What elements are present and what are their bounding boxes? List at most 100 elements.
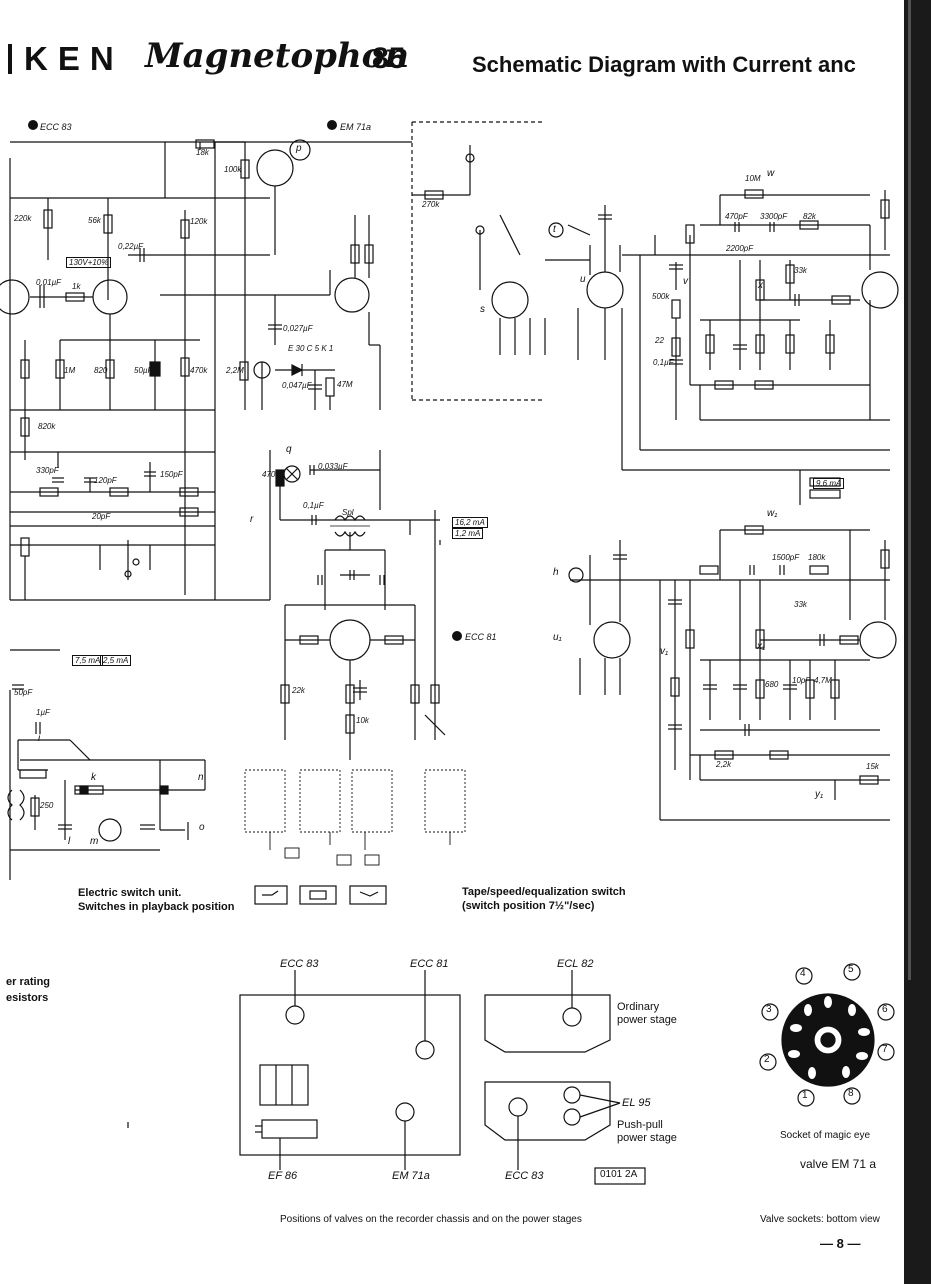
comp-470: 470 — [262, 470, 276, 479]
comp-120k: 120k — [190, 217, 208, 226]
socket-valve: valve EM 71 a — [800, 1157, 877, 1171]
comp-470pF: 470pF — [725, 212, 748, 221]
comp-180k: 180k — [808, 553, 826, 562]
socket-label: Socket of magic eye — [780, 1130, 871, 1141]
label-em71a-top: EM 71a — [340, 122, 372, 132]
model-name: Magnetophon — [145, 36, 410, 76]
pushpull-ecc83 — [508, 1097, 528, 1117]
comp-22: 22 — [655, 336, 664, 345]
terminal-x: x — [758, 280, 763, 291]
comp-1k: 1k — [72, 282, 81, 291]
comp-470k: 470k — [190, 366, 208, 375]
socket-bottom-view: Valve sockets: bottom view — [760, 1214, 880, 1225]
terminal-v: v — [683, 276, 688, 287]
comp-820: 820 — [94, 366, 108, 375]
comp-50pF: 50pF — [14, 688, 33, 697]
chassis-label-em71a: EM 71a — [392, 1170, 430, 1182]
voltage-130V: 130V+10% — [66, 257, 112, 268]
chassis-label-pushpull-2: power stage — [617, 1132, 677, 1144]
socket-pin-5: 5 — [848, 964, 854, 975]
caption-left-1: er rating — [6, 976, 51, 988]
meter-9-6mA: 9,6 mA — [813, 478, 845, 489]
meter-16mA: 16,2 mA — [452, 517, 488, 528]
meter-7-5mA: 7,5 mA — [72, 655, 104, 666]
valve-ecc83-a — [92, 279, 128, 315]
pushpull-el95-a — [563, 1086, 581, 1104]
recorder-chassis — [239, 970, 461, 1170]
label-ecc83-top: ECC 83 — [40, 122, 72, 132]
comp-10M: 10M — [745, 174, 761, 183]
comp-2200pF: 2200pF — [726, 244, 754, 253]
comp-001: 0,01µF — [36, 278, 62, 287]
terminal-x1: x₁ — [757, 641, 766, 652]
comp-01b: 0,1µF — [653, 358, 674, 367]
valve-em71a — [334, 277, 370, 313]
comp-10k: 10k — [356, 716, 369, 725]
comp-47M-b: 4,7M — [814, 676, 832, 685]
terminal-t: t — [553, 224, 556, 235]
label-ecc81-mid: ECC 81 — [465, 632, 497, 642]
terminal-i: i — [38, 733, 41, 744]
comp-022: 0,22µF — [118, 242, 144, 251]
valve-right-upper — [861, 271, 899, 309]
chassis-label-pushpull-1: Push-pull — [617, 1119, 663, 1131]
comp-22k: 22k — [292, 686, 305, 695]
magic-eye-valve — [256, 149, 294, 187]
ordinary-power-stage — [484, 970, 611, 1053]
meter-2-5mA: 2,5 mA — [100, 655, 132, 666]
scan-edge-strip — [904, 0, 931, 1284]
comp-56k: 56k — [88, 216, 101, 225]
socket-pin-4: 4 — [800, 968, 806, 979]
caption-switch-unit-2: Switches in playback position — [78, 901, 235, 913]
chassis-label-ecl82: ECL 82 — [557, 958, 594, 970]
valve-ecc83-a-left — [0, 279, 30, 315]
valve-right-lower — [859, 621, 897, 659]
comp-spl: Spl — [342, 508, 354, 517]
right-upper-stage — [545, 189, 899, 505]
marker-4-icon — [452, 631, 462, 641]
caption-switch-unit-1: Electric switch unit. — [78, 887, 182, 899]
comp-270k: 270k — [422, 200, 440, 209]
marker-3-icon — [327, 120, 337, 130]
comp-0047: 0,047µF — [282, 381, 312, 390]
chassis-label-ordinary-2: power stage — [617, 1014, 677, 1026]
comp-150pF: 150pF — [160, 470, 183, 479]
left-amp-stage — [0, 141, 412, 601]
comp-33k: 33k — [794, 266, 807, 275]
terminal-n: n — [198, 772, 204, 783]
caption-tape-switch-2: (switch position 7½"/sec) — [462, 900, 595, 912]
terminal-q: q — [286, 444, 292, 455]
chassis-label-ecc83-b: ECC 83 — [505, 1170, 544, 1182]
comp-120pF: 120pF — [94, 476, 117, 485]
comp-82k: 82k — [803, 212, 816, 221]
comp-0027: 0,027µF — [283, 324, 313, 333]
pushpull-power-stage — [484, 1081, 646, 1185]
magic-eye-socket — [759, 963, 895, 1107]
tape-switch-box — [411, 121, 546, 401]
socket-pin-2: 2 — [764, 1054, 770, 1065]
comp-3300pF: 3300pF — [760, 212, 788, 221]
switch-socket-u1 — [593, 621, 631, 659]
comp-220k: 220k — [14, 214, 32, 223]
comp-10pF: 10pF — [792, 676, 811, 685]
terminal-w: w — [767, 168, 775, 179]
terminal-m: m — [90, 836, 99, 847]
terminal-p: p — [296, 143, 302, 154]
terminal-u: u — [580, 274, 586, 285]
chassis-label-ecc83: ECC 83 — [280, 958, 319, 970]
header-bar-mark — [8, 44, 12, 74]
socket-pin-7: 7 — [882, 1044, 888, 1055]
chassis-label-ef86: EF 86 — [268, 1170, 298, 1182]
marker-2-icon — [28, 120, 38, 130]
comp-820k: 820k — [38, 422, 56, 431]
chassis-label-ecc81: ECC 81 — [410, 958, 449, 970]
meter-1-2mA: 1,2 mA — [452, 528, 484, 539]
pushpull-el95-b — [563, 1108, 581, 1126]
schematic-drawing — [0, 121, 899, 1185]
chassis-caption: Positions of valves on the recorder chas… — [280, 1214, 582, 1225]
playback-switch-unit — [7, 649, 206, 880]
terminal-k: k — [91, 772, 96, 783]
socket-pin-3: 3 — [766, 1004, 772, 1015]
terminal-w1: w₁ — [767, 508, 778, 519]
comp-680: 680 — [765, 680, 779, 689]
